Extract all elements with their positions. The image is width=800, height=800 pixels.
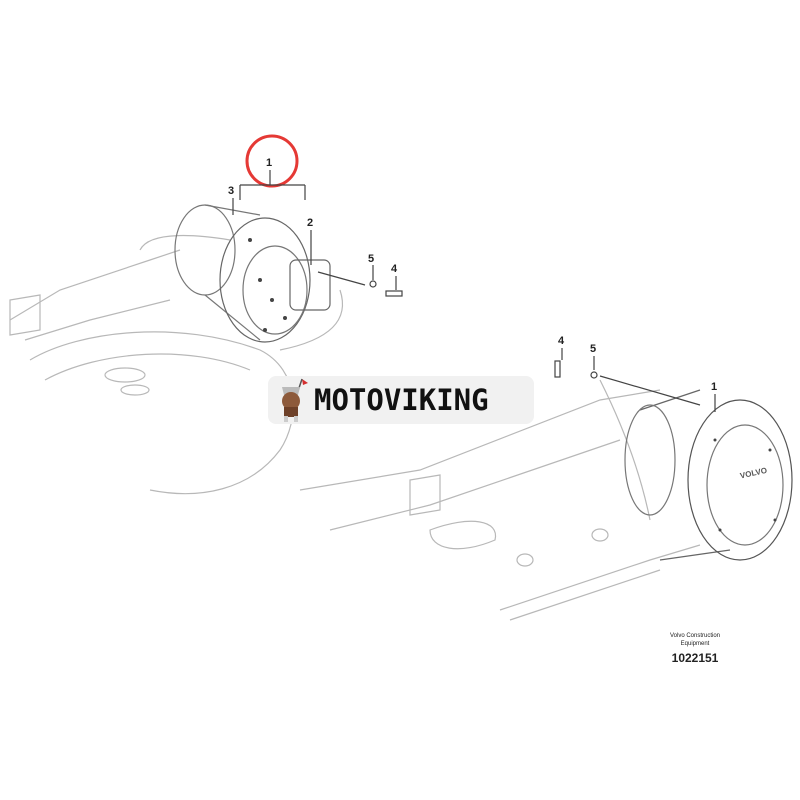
callout-4-right: 4 — [558, 335, 565, 347]
callout-2: 2 — [307, 217, 313, 229]
drawing-caption: Volvo Construction Equipment 1022151 — [650, 632, 740, 665]
callout-1: 1 — [266, 157, 272, 169]
callout-5-right: 5 — [590, 343, 596, 355]
caption-manufacturer: Volvo Construction — [669, 633, 721, 639]
callout-1-right: 1 — [711, 381, 717, 393]
right-frame-outline — [299, 379, 701, 621]
right-callouts: 4 5 1 — [554, 335, 717, 412]
callout-5: 5 — [368, 253, 374, 265]
right-travel-motor: VOLVO — [624, 389, 793, 561]
callout-3: 3 — [228, 185, 234, 197]
part-number: 1022151 — [671, 651, 719, 665]
left-chassis-outline — [9, 234, 344, 495]
caption-manufacturer-line2: Equipment — [680, 641, 710, 647]
viking-mascot-icon — [272, 377, 312, 423]
highlight-circle — [245, 134, 299, 188]
watermark-text: MOTOVIKING — [314, 383, 489, 417]
left-callouts: 1 3 2 5 4 — [228, 134, 403, 297]
motoviking-watermark: MOTOVIKING — [268, 376, 534, 424]
left-travel-motor — [174, 204, 331, 343]
volvo-brand-mark: VOLVO — [739, 466, 768, 481]
callout-4: 4 — [391, 263, 398, 275]
